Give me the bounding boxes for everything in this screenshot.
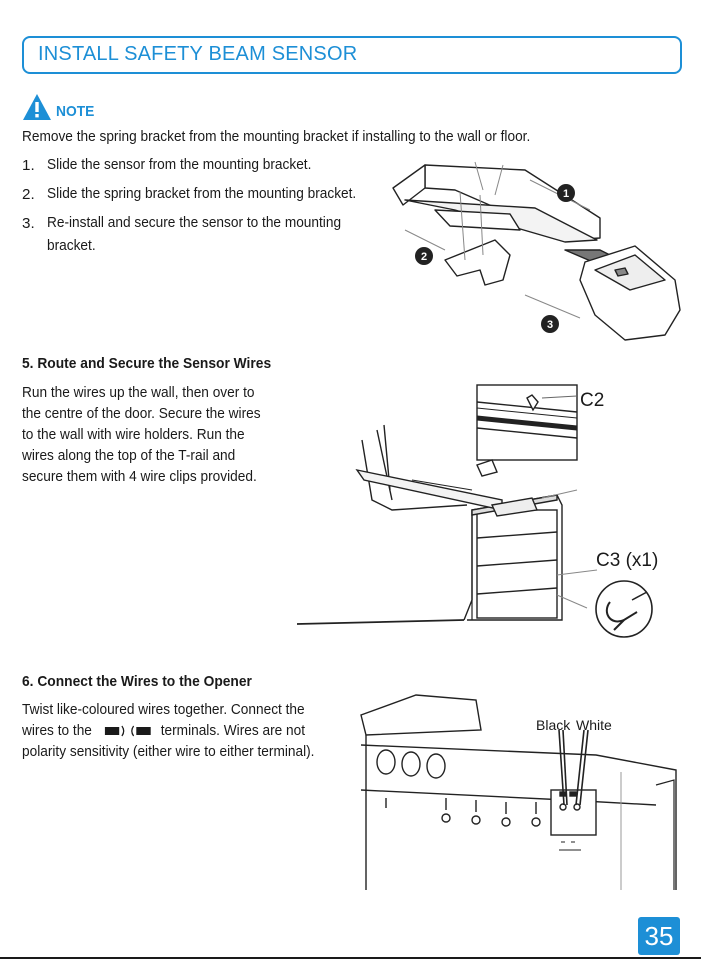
bracket-illustration: 1 2 3 — [392, 161, 681, 341]
paragraph-line: wires along the top of the T-rail and — [22, 447, 236, 464]
section-heading: 6. Connect the Wires to the Opener — [22, 673, 252, 690]
callout-marker — [557, 184, 575, 202]
paragraph-text: terminals. Wires are not — [160, 722, 306, 739]
paragraph-line: Twist like-coloured wires together. Conn… — [22, 701, 305, 718]
step-text: Slide the sensor from the mounting brack… — [47, 156, 312, 173]
callout-marker — [541, 315, 559, 333]
black-wire-label: Black — [536, 717, 571, 733]
c2-label: C2 — [580, 390, 604, 411]
step-text: bracket. — [47, 237, 96, 254]
step-number: 1. — [22, 157, 35, 174]
callout-marker — [415, 247, 433, 265]
section-title: INSTALL SAFETY BEAM SENSOR — [38, 43, 358, 65]
paragraph-line: wires to the terminals. Wires are not — [22, 720, 305, 742]
terminal-symbol-icon — [104, 725, 151, 737]
section-title-box: INSTALL SAFETY BEAM SENSOR — [22, 36, 682, 74]
bottom-divider — [0, 957, 701, 959]
step-number: 2. — [22, 186, 35, 203]
paragraph-line: Run the wires up the wall, then over to — [22, 384, 255, 401]
step-number: 3. — [22, 215, 35, 232]
section-heading: 5. Route and Secure the Sensor Wires — [22, 355, 272, 372]
note-label: NOTE — [56, 103, 95, 120]
page-number-badge: 35 — [638, 917, 680, 955]
paragraph-line: to the wall with wire holders. Run the — [22, 426, 245, 443]
note-text: Remove the spring bracket from the mount… — [22, 128, 531, 145]
page-number: 35 — [644, 921, 674, 951]
paragraph-line: the centre of the door. Secure the wires — [22, 405, 261, 422]
callout-number: 3 — [547, 319, 553, 331]
c3-label: C3 (x1) — [596, 550, 658, 571]
paragraph-line: polarity sensitivity (either wire to eit… — [22, 743, 315, 760]
step-text: Re-install and secure the sensor to the … — [47, 214, 342, 231]
callout-number: 1 — [563, 188, 569, 200]
paragraph-text: wires to the — [22, 722, 92, 739]
white-wire-label: White — [576, 717, 612, 733]
garage-door-illustration: C2 C3 (x1) — [296, 384, 658, 638]
step-text: Slide the spring bracket from the mounti… — [47, 185, 357, 202]
warning-icon — [23, 94, 51, 120]
callout-number: 2 — [421, 251, 427, 263]
paragraph-line: secure them with 4 wire clips provided. — [22, 468, 257, 485]
opener-terminal-illustration: Black White — [360, 694, 677, 890]
